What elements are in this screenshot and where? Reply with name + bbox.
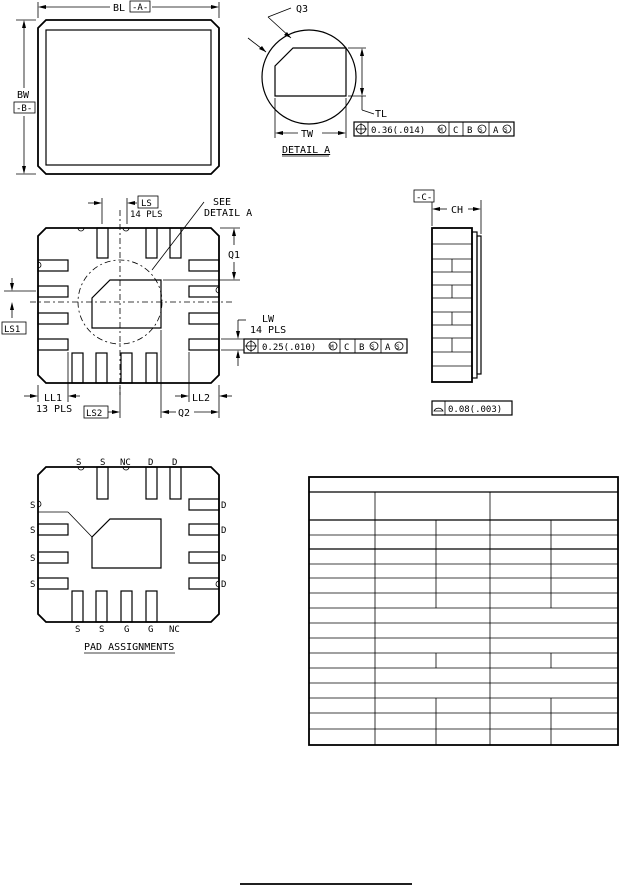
- see-label: SEE: [213, 197, 231, 208]
- lw-datum-a: A: [385, 343, 391, 353]
- detail-a-title: DETAIL A: [282, 145, 330, 156]
- pad-bottom-5: NC: [169, 625, 180, 635]
- svg-text:S: S: [371, 344, 375, 351]
- pad-top-5: D: [172, 458, 177, 468]
- lw-tolerance: 0.25(.010): [262, 343, 316, 353]
- svg-text:M: M: [439, 127, 443, 134]
- pad-bottom-2: S: [99, 625, 104, 635]
- pad-bottom-3: G: [124, 625, 129, 635]
- pad-top-3: NC: [120, 458, 131, 468]
- pad-right-3: D: [221, 554, 226, 564]
- detail-a: Q3 TL TW DETAIL A 0.36(.014) M C B: [247, 4, 515, 157]
- flatness-value: 0.08(.003): [448, 405, 502, 415]
- svg-text:S: S: [504, 127, 508, 134]
- svg-text:S: S: [479, 127, 483, 134]
- dimension-table: [308, 476, 619, 746]
- pad-assignments-caption: PAD ASSIGNMENTS: [84, 642, 174, 653]
- top-view: BL -A- BW -B-: [13, 0, 220, 175]
- pad-left-1: S: [30, 501, 35, 511]
- pad-right-1: D: [221, 501, 226, 511]
- pad-bottom-1: S: [75, 625, 80, 635]
- tw-label: TW: [301, 129, 314, 140]
- pad-top-1: S: [76, 458, 81, 468]
- ls-count: 14 PLS: [130, 210, 163, 220]
- side-view: -C- CH 0.08(.003): [413, 189, 513, 416]
- pad-top-2: S: [100, 458, 105, 468]
- pad-right-4: D: [221, 580, 226, 590]
- pad-right-2: D: [221, 526, 226, 536]
- datum-a-label: -A-: [132, 3, 148, 13]
- ls-label: LS: [141, 199, 152, 209]
- pad-bottom-4: G: [148, 625, 153, 635]
- detail-a-tolerance: 0.36(.014): [371, 126, 425, 136]
- lw-count: 14 PLS: [250, 325, 286, 336]
- ch-label: CH: [451, 205, 463, 216]
- bw-label: BW: [17, 90, 30, 101]
- detail-a-datum-b: B: [467, 126, 472, 136]
- detail-a-datum-a: A: [493, 126, 499, 136]
- q2-label: Q2: [178, 408, 190, 419]
- q3-label: Q3: [296, 4, 308, 15]
- lw-datum-c: C: [344, 343, 349, 353]
- pad-top-4: D: [148, 458, 153, 468]
- pad-left-2: S: [30, 526, 35, 536]
- lw-label: LW: [262, 314, 275, 325]
- lw-datum-b: B: [359, 343, 364, 353]
- detail-a-datum-c: C: [453, 126, 458, 136]
- datum-c-label: -C-: [416, 193, 432, 203]
- svg-text:M: M: [330, 344, 334, 351]
- ll1-count: 13 PLS: [36, 404, 72, 415]
- tl-label: TL: [375, 109, 387, 120]
- ls2-label: LS2: [86, 409, 102, 419]
- q1-label: Q1: [228, 250, 240, 261]
- svg-text:S: S: [396, 344, 400, 351]
- ll1-label: LL1: [44, 393, 62, 404]
- bl-label: BL: [113, 3, 125, 14]
- pad-left-4: S: [30, 580, 35, 590]
- pad-assignments-view: S S NC D D S S S S D D D D S S G G NC PA…: [30, 458, 226, 654]
- pad-left-3: S: [30, 554, 35, 564]
- bottom-view: LS 14 PLS SEE DETAIL A Q1 LS1 LW 14 PLS: [1, 195, 408, 419]
- datum-b-label: -B-: [16, 104, 32, 114]
- ll2-label: LL2: [192, 393, 210, 404]
- see-detail-label: DETAIL A: [204, 208, 252, 219]
- ls1-label: LS1: [4, 325, 20, 335]
